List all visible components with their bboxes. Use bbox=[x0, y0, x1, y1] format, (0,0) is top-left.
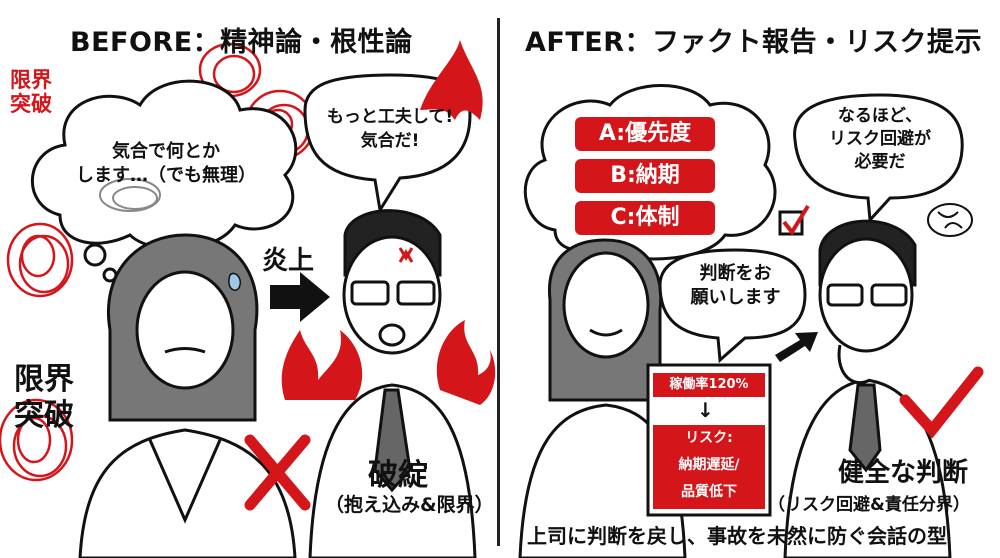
option-b: B:納期 bbox=[575, 159, 715, 193]
report-top: 稼働率120% bbox=[653, 373, 765, 397]
thinking-boss-figure bbox=[783, 219, 952, 558]
option-c: C:体制 bbox=[575, 201, 715, 235]
sweat-drop-icon bbox=[228, 272, 242, 291]
red-check-icon bbox=[899, 366, 984, 439]
report-bottom: リスク: 納期遅延/ 品質低下 bbox=[653, 425, 765, 509]
gray-scribble-icon bbox=[99, 178, 161, 212]
report-arrow: ↓ bbox=[697, 398, 714, 422]
option-a: A:優先度 bbox=[575, 117, 715, 151]
result-title-after: 健全な判断 bbox=[838, 458, 969, 488]
employee-request-text: 判断をお 願いします bbox=[690, 263, 781, 308]
after-title: AFTER：ファクト報告・リスク提示 bbox=[525, 27, 982, 58]
boss-speech-text: もっと工夫して! 気合だ! bbox=[326, 107, 454, 151]
thought-bubble-shape bbox=[31, 79, 298, 283]
arrow-label: 炎上 bbox=[262, 246, 315, 276]
result-subtitle: （抱え込み&限界） bbox=[325, 494, 494, 516]
result-title: 破綻 bbox=[368, 458, 428, 493]
result-subtitle-after: （リスク回避&責任分界） bbox=[768, 495, 970, 515]
anger-mark-icon bbox=[398, 247, 414, 263]
limit-badge: 限界 突破 bbox=[14, 362, 74, 433]
checkbox-icon bbox=[778, 204, 810, 236]
panel-divider bbox=[497, 18, 500, 546]
worried-woman-figure bbox=[78, 233, 297, 558]
boss-speech-bubble-shape bbox=[793, 93, 964, 224]
brain-icon bbox=[927, 203, 973, 237]
up-right-arrow-icon bbox=[775, 332, 818, 362]
employee-speech-bubble-shape bbox=[658, 248, 807, 364]
footer-caption: 上司に判断を戻し、事故を未然に防ぐ会話の型 bbox=[527, 524, 947, 548]
corner-label: 限界 突破 bbox=[10, 68, 52, 116]
before-title: BEFORE：精神論・根性論 bbox=[70, 27, 413, 58]
right-arrow-icon bbox=[270, 272, 330, 322]
calm-woman-figure bbox=[518, 238, 687, 558]
thought-bubble-text: 気合で何とか します…（でも無理） bbox=[76, 141, 256, 186]
red-cross-icon bbox=[244, 434, 311, 511]
boss-approval-text: なるほど、 リスク回避が 必要だ bbox=[829, 106, 931, 172]
angry-boss-figure bbox=[308, 209, 477, 558]
flame-icon bbox=[281, 40, 496, 405]
